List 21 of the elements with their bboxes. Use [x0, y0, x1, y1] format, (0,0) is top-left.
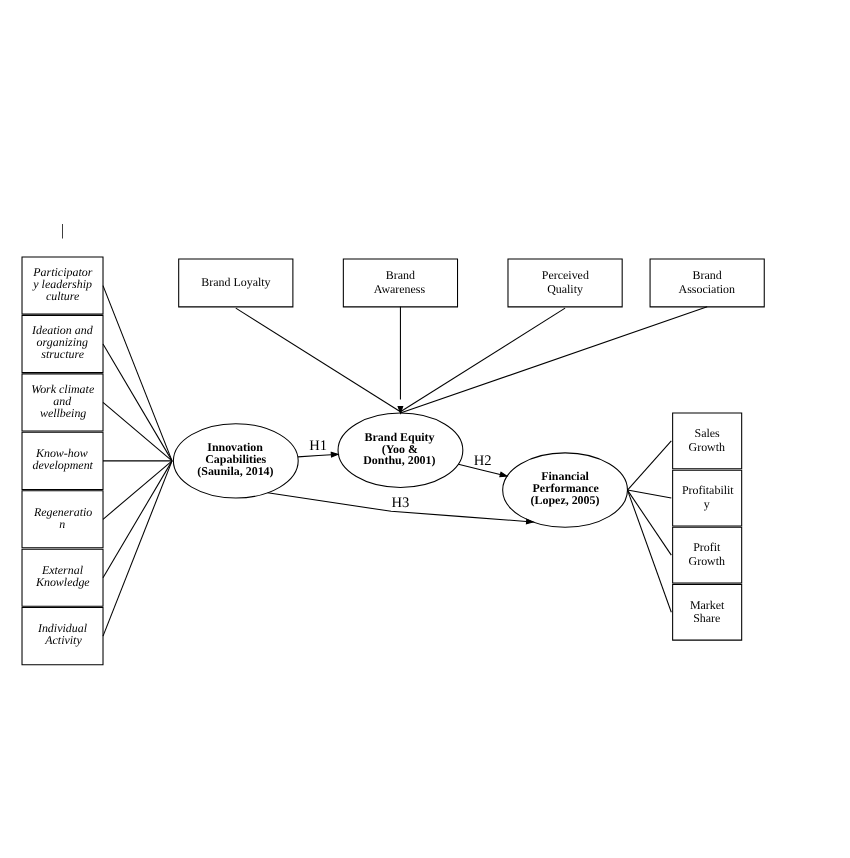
connector [399, 305, 401, 400]
connector [626, 488, 672, 555]
connector [102, 459, 173, 578]
connector [102, 284, 173, 461]
connector [102, 459, 173, 636]
edge-label: H2 [473, 449, 492, 468]
connector [102, 459, 173, 519]
connector [102, 342, 173, 461]
connector [235, 306, 401, 412]
arrow [457, 462, 509, 477]
connector [399, 306, 566, 412]
connector [626, 488, 672, 498]
connector [102, 459, 173, 461]
connector [399, 305, 708, 413]
arrow [267, 491, 535, 524]
connector [102, 400, 173, 461]
edge-label: H1 [309, 434, 328, 453]
edge-label: H3 [391, 492, 410, 511]
arrow [297, 450, 340, 457]
connector [626, 488, 672, 612]
connector [626, 439, 672, 490]
